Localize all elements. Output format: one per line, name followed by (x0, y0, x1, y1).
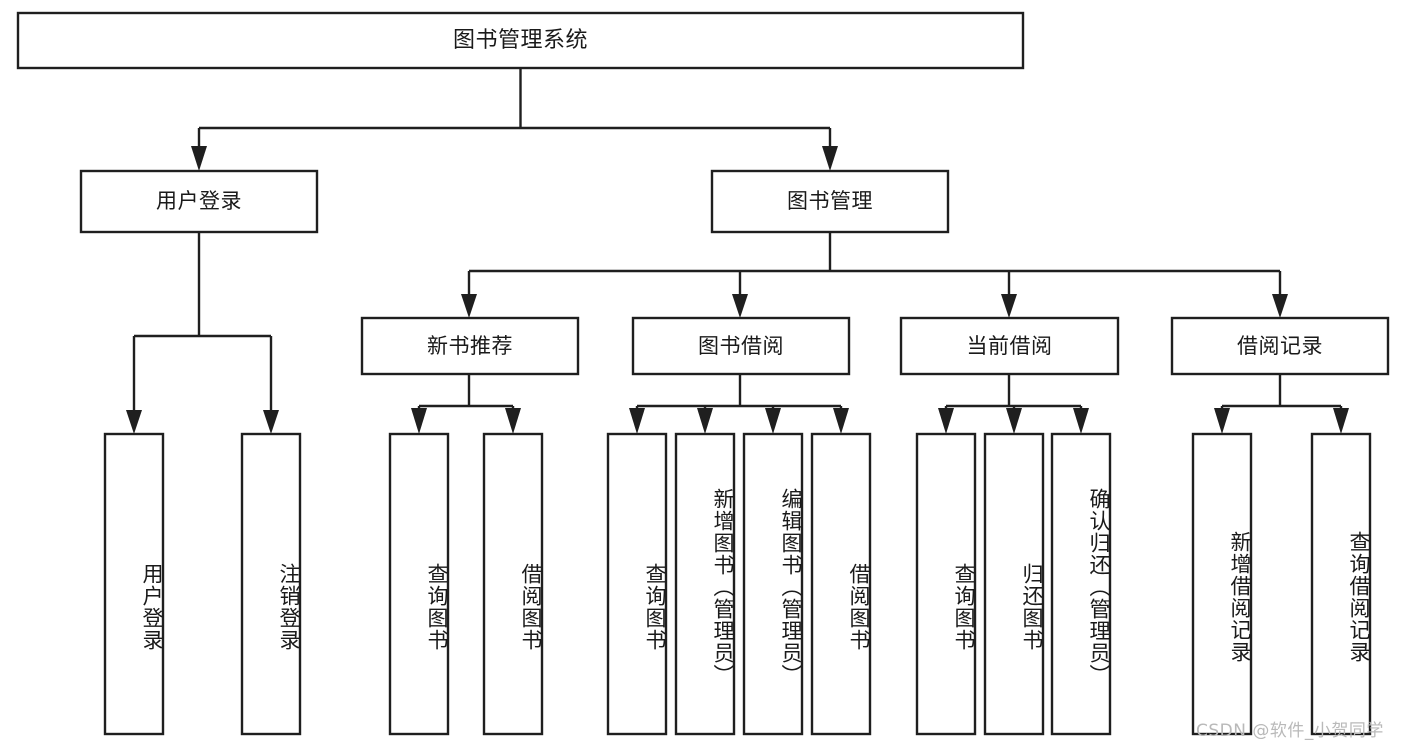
arrow-head-leaf-query-book-2 (629, 408, 645, 434)
arrow-head-leaf-borrow-book-2 (833, 408, 849, 434)
node-box-leaf-borrow-book-1[interactable] (482, 432, 544, 736)
node-box-leaf-query-book-1[interactable] (388, 432, 450, 736)
arrow-head-book-management (822, 146, 838, 171)
node-box-leaf-confirm-return[interactable] (1050, 432, 1112, 736)
arrow-head-leaf-confirm-return (1073, 408, 1089, 434)
arrow-head-current-borrow (1001, 294, 1017, 318)
node-box-leaf-add-book[interactable] (674, 432, 736, 736)
arrow-head-leaf-add-book (697, 408, 713, 434)
node-box-leaf-add-record[interactable] (1191, 432, 1253, 736)
arrow-head-leaf-add-record (1214, 408, 1230, 434)
node-box-leaf-query-book-3[interactable] (915, 432, 977, 736)
node-box-current-borrow[interactable] (899, 316, 1120, 376)
arrow-head-leaf-logout (263, 410, 279, 434)
node-box-root[interactable] (16, 11, 1025, 70)
node-box-leaf-query-book-2[interactable] (606, 432, 668, 736)
node-box-leaf-edit-book[interactable] (742, 432, 804, 736)
node-box-leaf-user-login[interactable] (103, 432, 165, 736)
arrow-head-leaf-edit-book (765, 408, 781, 434)
node-box-user-login[interactable] (79, 169, 319, 234)
node-box-leaf-query-record[interactable] (1310, 432, 1372, 736)
arrow-head-user-login (191, 146, 207, 171)
arrow-head-leaf-user-login (126, 410, 142, 434)
node-box-borrow-record[interactable] (1170, 316, 1390, 376)
arrow-head-leaf-borrow-book-1 (505, 408, 521, 434)
node-box-leaf-return-book[interactable] (983, 432, 1045, 736)
arrow-head-new-book-recommend (461, 294, 477, 318)
arrow-head-leaf-query-record (1333, 408, 1349, 434)
node-box-leaf-borrow-book-2[interactable] (810, 432, 872, 736)
node-box-book-borrow[interactable] (631, 316, 851, 376)
arrow-head-leaf-return-book (1006, 408, 1022, 434)
arrow-head-borrow-record (1272, 294, 1288, 318)
node-box-leaf-logout[interactable] (240, 432, 302, 736)
node-box-book-management[interactable] (710, 169, 950, 234)
arrow-head-leaf-query-book-3 (938, 408, 954, 434)
node-box-new-book-recommend[interactable] (360, 316, 580, 376)
arrow-head-book-borrow (732, 294, 748, 318)
arrow-head-leaf-query-book-1 (411, 408, 427, 434)
